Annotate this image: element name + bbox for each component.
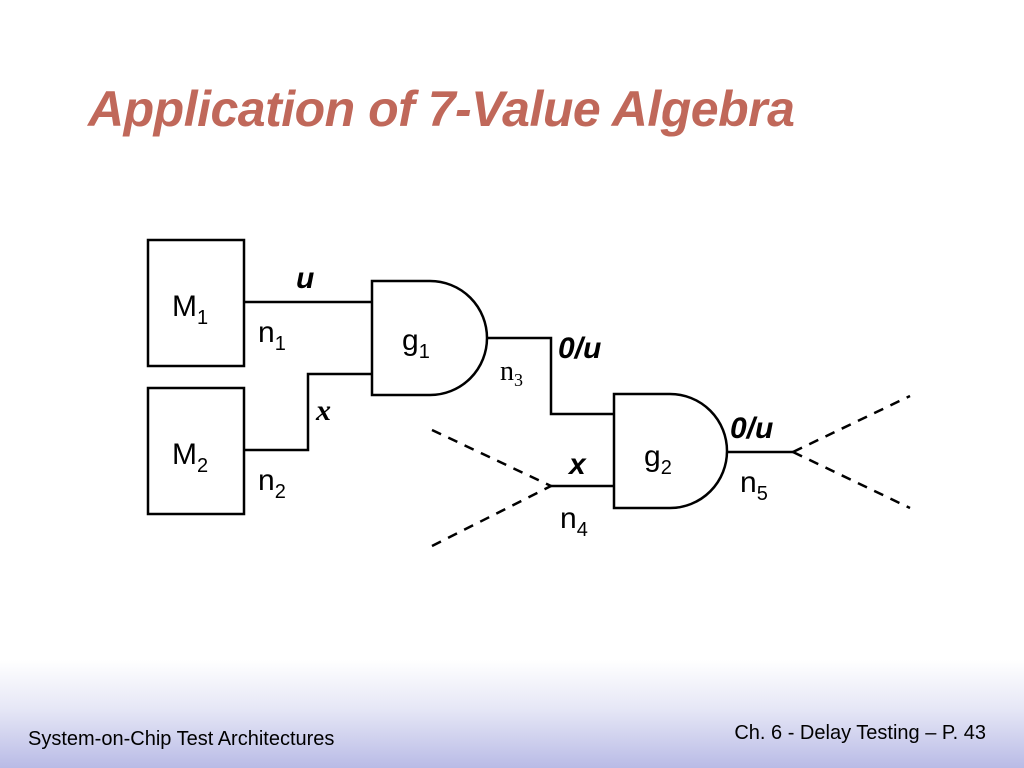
net-n4-label: n4 — [560, 502, 588, 541]
module-m2-label: M2 — [172, 438, 208, 477]
value-n4: x — [567, 448, 587, 481]
footer-band — [0, 660, 1024, 768]
net-n1-label: n1 — [258, 316, 286, 355]
input-cone-upper — [431, 428, 552, 488]
value-n1: u — [296, 262, 314, 295]
footer-page-info: Ch. 6 - Delay Testing – P. 43 — [734, 722, 986, 744]
value-n5: 0/u — [730, 412, 773, 445]
net-n3-label: n3 — [500, 356, 523, 390]
and-gate-g2 — [612, 392, 729, 510]
net-n5-label: n5 — [740, 466, 768, 505]
net-n2-label: n2 — [258, 464, 286, 503]
value-n2: x — [315, 394, 331, 427]
value-n3: 0/u — [558, 332, 601, 365]
module-m2-box — [146, 386, 246, 516]
module-m1-box — [146, 238, 246, 368]
gate-g2-label: g2 — [644, 440, 672, 479]
wire-n3 — [487, 336, 614, 416]
output-cone-lower — [792, 450, 911, 510]
output-cone-upper — [792, 394, 911, 454]
footer-course-title: System-on-Chip Test Architectures — [28, 728, 335, 750]
input-cone-lower — [431, 484, 552, 548]
and-gate-g1 — [370, 279, 489, 397]
wire-n2 — [244, 372, 372, 452]
slide-title: Application of 7-Value Algebra — [88, 81, 795, 137]
gate-g1-label: g1 — [402, 324, 430, 363]
module-m1-label: M1 — [172, 290, 208, 329]
